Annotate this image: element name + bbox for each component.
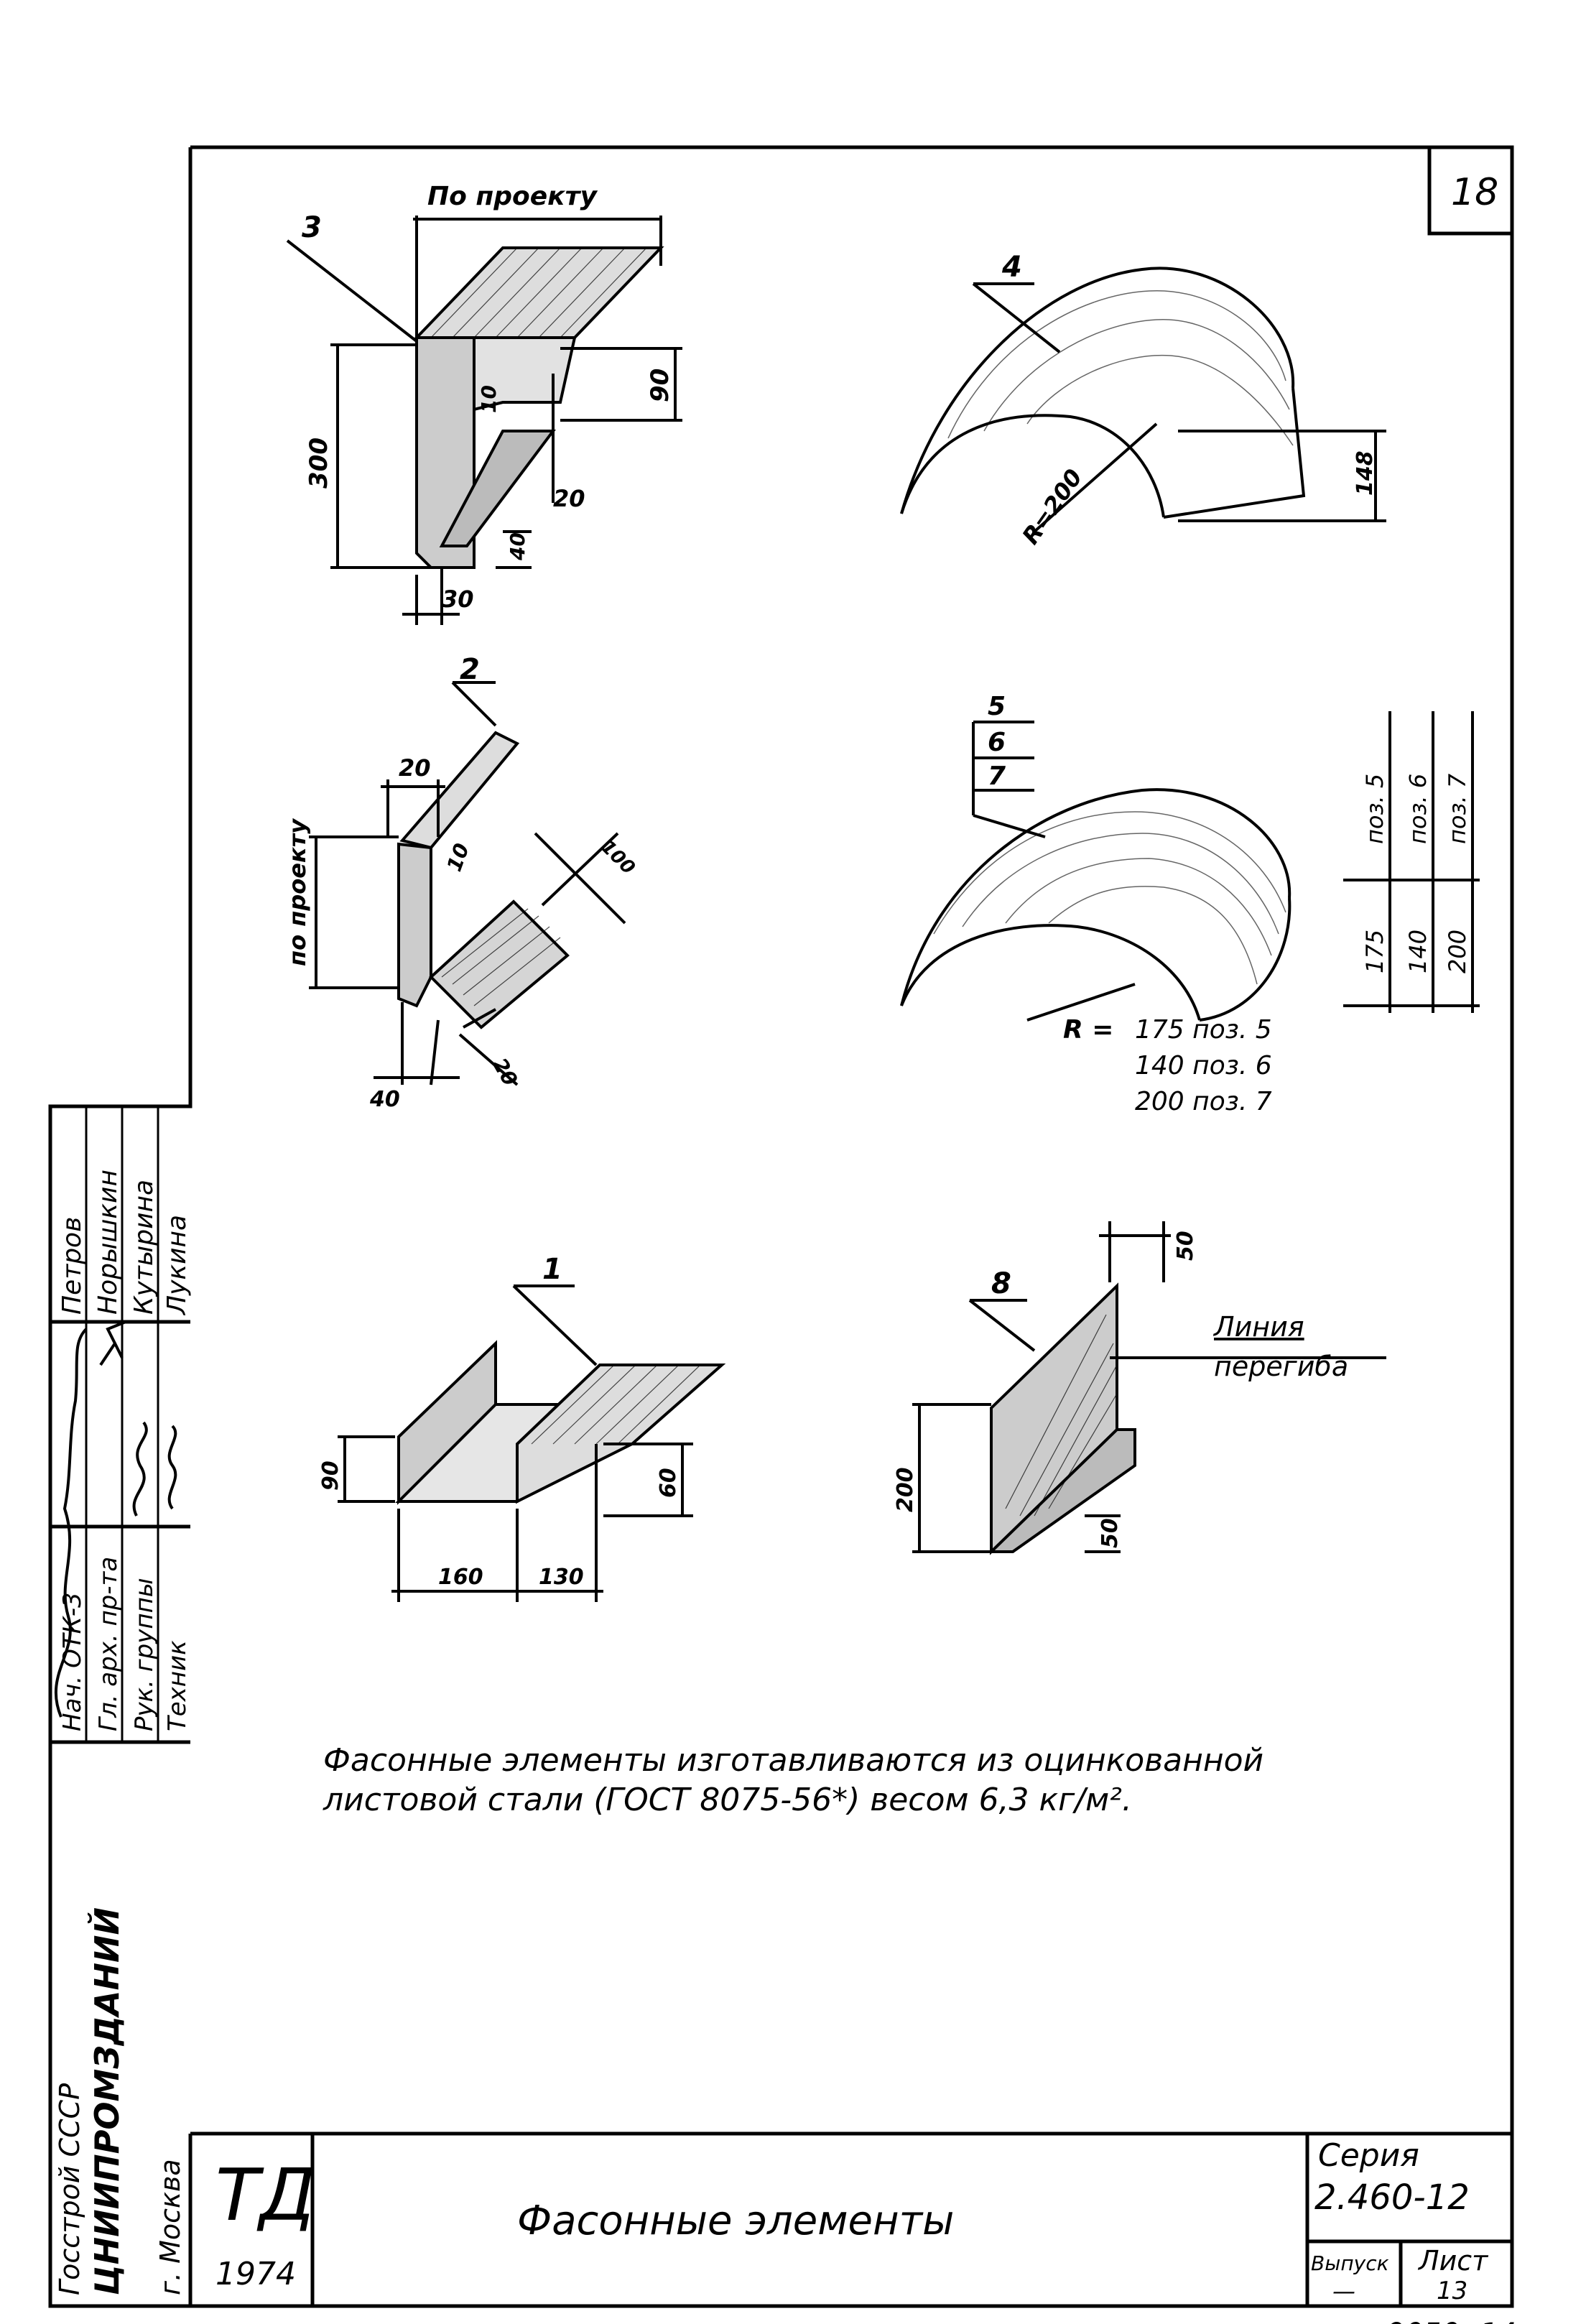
el567-head-5: поз. 5 xyxy=(1361,774,1388,844)
el8-d200: 200 xyxy=(893,1467,918,1512)
series-value: 2.460-12 xyxy=(1314,2177,1470,2218)
note-line-1: Фасонные элементы изготавливаются из оци… xyxy=(323,1742,1263,1779)
el567-pos-7: 7 xyxy=(988,761,1006,791)
el2-d20: 20 xyxy=(399,754,431,782)
name-1: Петров xyxy=(57,1217,87,1315)
signatures-block xyxy=(54,1320,177,1718)
element-567: 5 6 7 поз. 5 поз. 6 поз. 7 175 140 200 R… xyxy=(900,692,1480,1116)
stamp-letters: ТД xyxy=(215,2153,315,2237)
signature-2 xyxy=(99,1320,126,1366)
el2-d100: 100 xyxy=(596,836,639,879)
el3-d40: 40 xyxy=(506,532,529,561)
el3-d90: 90 xyxy=(646,369,674,402)
frame-line xyxy=(48,145,1514,2308)
name-4: Лукина xyxy=(162,1215,192,1316)
element-1: 1 90 160 130 60 xyxy=(318,1253,726,1602)
sheet-label: Лист xyxy=(1417,2245,1489,2277)
el4-h: 148 xyxy=(1353,450,1378,496)
element-4: 4 R=200 148 xyxy=(900,251,1386,550)
el1-d60: 60 xyxy=(656,1468,681,1498)
sheet-value: 13 xyxy=(1437,2277,1467,2305)
role-2: Гл. арх. пр-та xyxy=(94,1557,123,1731)
role-3: Рук. группы xyxy=(130,1578,159,1731)
issue-label: Выпуск xyxy=(1311,2251,1389,2275)
note-line-2: листовой стали (ГОСТ 8075-56*) весом 6,3… xyxy=(323,1782,1132,1818)
el567-r-line-3: 200 поз. 7 xyxy=(1135,1087,1272,1116)
el8-bend-line-2: перегиба xyxy=(1214,1351,1348,1382)
el3-d10: 10 xyxy=(477,385,501,413)
el3-d20: 20 xyxy=(553,485,585,512)
el8-pos: 8 xyxy=(991,1267,1011,1300)
el2-pos: 2 xyxy=(460,653,480,686)
name-3: Кутырина xyxy=(129,1180,159,1315)
trailer-page: 14 xyxy=(1480,2318,1516,2324)
element-3: 3 По проекту 300 90 10 20 40 30 xyxy=(286,182,682,625)
el1-pos: 1 xyxy=(542,1253,562,1286)
sheet-number-box xyxy=(1427,147,1512,236)
el567-head-7: поз. 7 xyxy=(1444,773,1471,844)
el3-d300: 300 xyxy=(305,438,333,489)
name-2: Норышкин xyxy=(93,1170,123,1315)
el567-head-6: поз. 6 xyxy=(1404,774,1432,844)
drawing-title: Фасонные элементы xyxy=(517,2198,954,2244)
el2-po-proektu: по проекту xyxy=(284,818,311,966)
el567-r-line-1: 175 поз. 5 xyxy=(1135,1015,1272,1045)
el567-pos-5: 5 xyxy=(988,692,1006,721)
issue-value: — xyxy=(1332,2277,1355,2305)
trailer-code: 9050 xyxy=(1386,2318,1460,2324)
signature-4 xyxy=(167,1425,177,1510)
el567-r-label: R = xyxy=(1063,1015,1113,1045)
org-city: г. Москва xyxy=(154,2159,186,2295)
el4-pos: 4 xyxy=(1001,251,1022,284)
names-block: Петров Норышкин Кутырина Лукина xyxy=(57,1170,192,1316)
signature-3 xyxy=(132,1421,148,1517)
el567-pos-6: 6 xyxy=(988,728,1006,757)
el2-d10: 10 xyxy=(442,840,474,874)
el8-d50a: 50 xyxy=(1173,1231,1198,1261)
element-2: 2 по проекту 20 10 100 40 20 xyxy=(284,653,639,1112)
el3-po-proektu: По проекту xyxy=(427,182,598,211)
el8-bend-line-1: Линия xyxy=(1212,1311,1304,1343)
element-8: 8 50 200 50 Линия перегиба xyxy=(893,1221,1386,1555)
signature-1 xyxy=(54,1328,88,1718)
sheet-number: 18 xyxy=(1451,171,1498,214)
el2-d40: 40 xyxy=(369,1087,400,1112)
org-ministry: Госстрой СССР xyxy=(54,2083,85,2295)
el567-val-140: 140 xyxy=(1404,930,1432,973)
el567-val-175: 175 xyxy=(1361,930,1388,973)
el1-d160: 160 xyxy=(438,1565,483,1590)
roles-block: Нач. ОТК-3 Гл. арх. пр-та Рук. группы Те… xyxy=(58,1557,192,1731)
el3-d30: 30 xyxy=(442,585,474,613)
el3-pos: 3 xyxy=(302,211,322,244)
series-label: Серия xyxy=(1318,2137,1419,2174)
el8-d50b: 50 xyxy=(1098,1518,1123,1548)
el1-d90: 90 xyxy=(318,1460,343,1491)
el567-r-line-2: 140 поз. 6 xyxy=(1135,1051,1272,1080)
el567-val-200: 200 xyxy=(1444,930,1471,973)
el1-d130: 130 xyxy=(539,1565,584,1590)
org-block: Госстрой СССР ЦНИИПРОМЗДАНИЙ г. Москва xyxy=(54,1907,186,2295)
el4-radius: R=200 xyxy=(1016,464,1088,550)
role-4: Техник xyxy=(163,1640,192,1731)
stamp-year: 1974 xyxy=(215,2256,296,2292)
org-institute: ЦНИИПРОМЗДАНИЙ xyxy=(88,1907,126,2295)
